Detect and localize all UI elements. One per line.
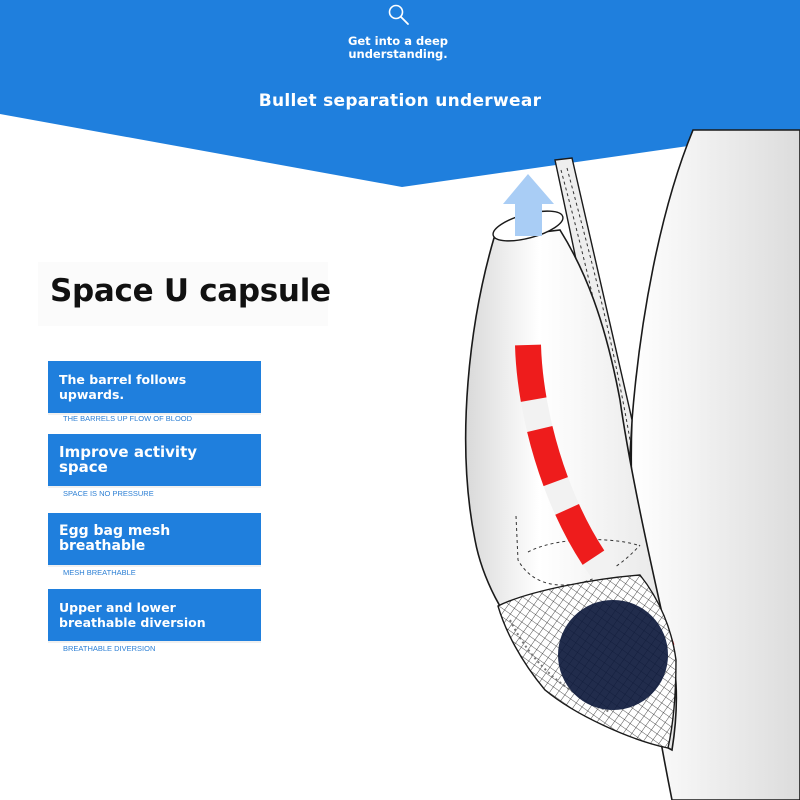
heading-background [38,262,328,326]
intro-line-2: understanding. [348,47,448,61]
feature-button-mesh[interactable]: Egg bag mesh breathable [48,513,261,565]
feature-button-barrel[interactable]: The barrel follows upwards. [48,361,261,413]
section-heading: Space U capsule [50,273,331,309]
top-banner [0,0,800,187]
feature-subtitle: THE BARRELS UP FLOW OF BLOOD [63,414,193,423]
product-illustration [464,129,800,800]
feature-title: Improve activity space [59,443,198,476]
feature-button-diversion[interactable]: Upper and lower breathable diversion [48,589,261,641]
feature-subtitle: MESH BREATHABLE [63,568,136,577]
arrow-up-icon [503,174,554,236]
intro-line-1: Get into a deep [347,34,449,48]
feature-title: The barrel follows upwards. [59,372,187,402]
search-icon[interactable] [386,2,410,26]
intro-text: Get into a deep understanding. [300,35,496,61]
feature-button-activity-space[interactable]: Improve activity space [48,434,261,486]
feature-subtitle: SPACE IS NO PRESSURE [63,489,154,498]
banner-title: Bullet separation underwear [258,91,542,111]
feature-title: Egg bag mesh breathable [59,523,171,554]
feature-subtitle: BREATHABLE DIVERSION [63,644,156,653]
feature-title: Upper and lower breathable diversion [59,600,206,630]
